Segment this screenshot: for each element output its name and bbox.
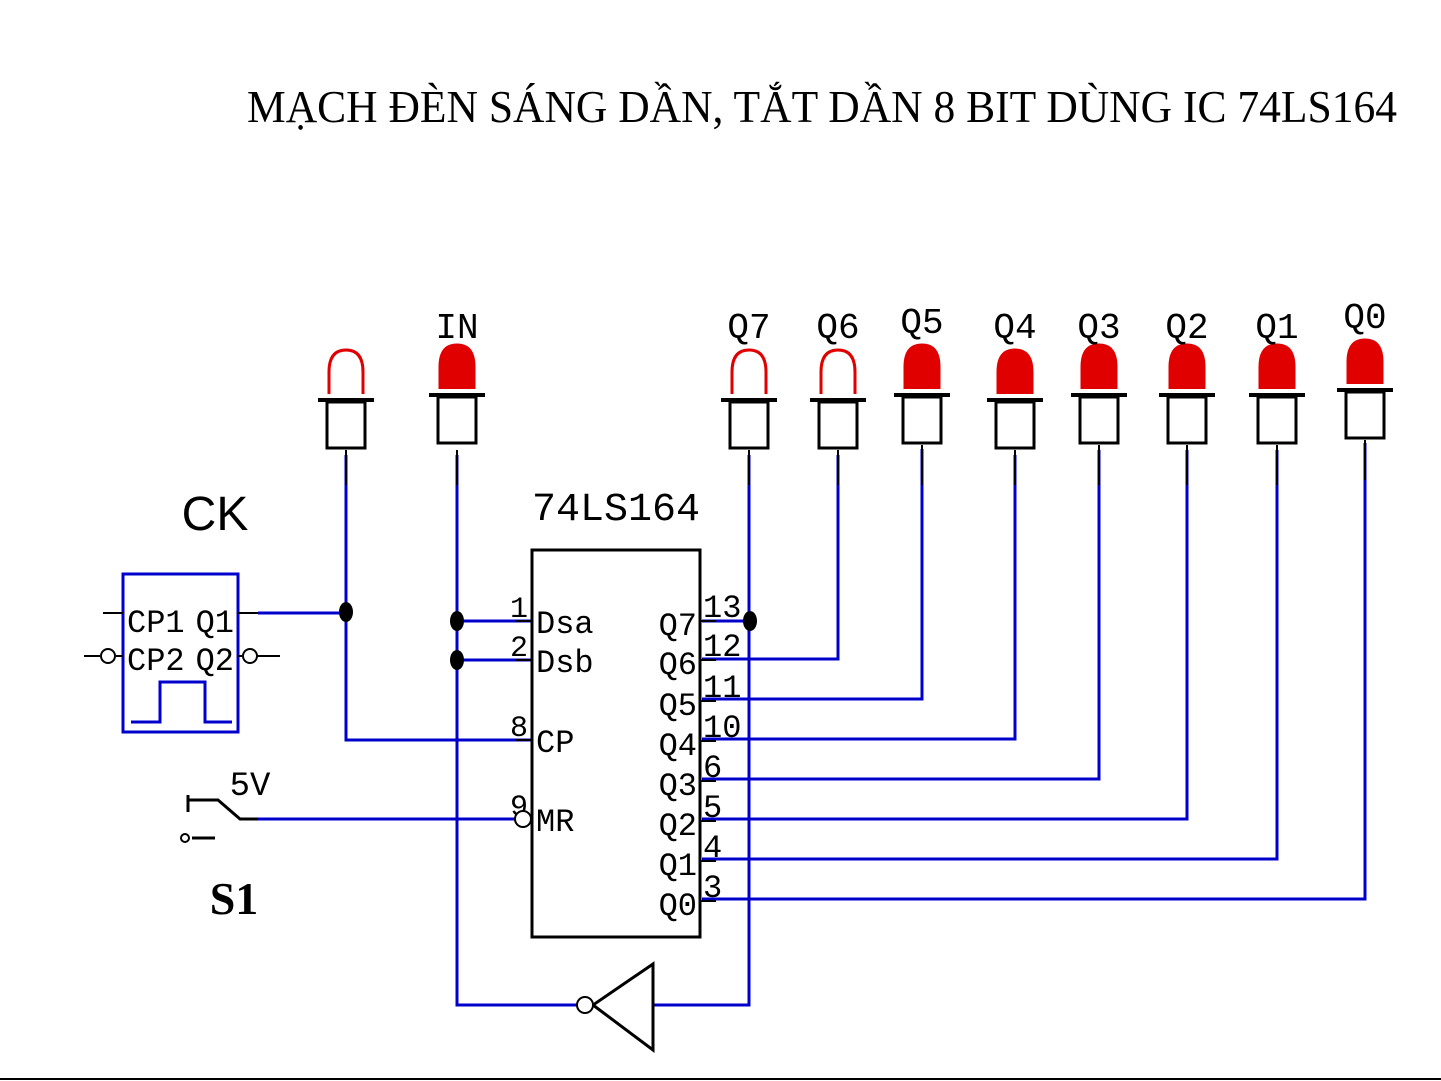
led-base — [996, 402, 1034, 448]
ic-pin-number: 1 — [510, 593, 528, 627]
ic-pin-label: Q7 — [659, 608, 697, 645]
clock-pin-q1: Q1 — [196, 605, 234, 642]
led-on-icon — [1170, 345, 1204, 389]
inverter-triangle — [593, 964, 653, 1050]
junction-dot — [450, 611, 464, 631]
led-base — [1080, 397, 1118, 443]
ic-pin-number: 13 — [703, 590, 741, 627]
led-base — [1168, 397, 1206, 443]
led-on-icon — [1082, 345, 1116, 389]
ic-pin-label: MR — [536, 804, 574, 841]
led-label: Q3 — [1077, 308, 1120, 349]
led-label: Q5 — [900, 303, 943, 344]
led-off-icon — [732, 350, 766, 394]
led-base — [438, 397, 476, 443]
pulse-waveform-icon — [131, 682, 232, 722]
led-ck — [318, 350, 374, 448]
wire-q0 — [702, 443, 1365, 899]
led-in: IN — [429, 308, 485, 443]
diagram-title: MẠCH ĐÈN SÁNG DẦN, TẮT DẦN 8 BIT DÙNG IC… — [247, 80, 1397, 132]
switch-s1[interactable]: 5V S1 — [181, 768, 271, 924]
inverter-bubble — [577, 997, 593, 1013]
ic-pin-label: Q5 — [659, 688, 697, 725]
ic-pin-label: Q2 — [659, 808, 697, 845]
led-base — [1346, 392, 1384, 438]
ic-pin-number: 11 — [703, 670, 741, 707]
led-label: Q0 — [1343, 298, 1386, 339]
ic-pin-label: Q0 — [659, 888, 697, 925]
ic-pin-label: Q6 — [659, 647, 697, 684]
led-base — [327, 402, 365, 448]
wire-q2 — [702, 450, 1187, 819]
ic-pin-number: 10 — [703, 710, 741, 747]
led-on-icon — [1260, 345, 1294, 389]
led-label: Q4 — [993, 308, 1036, 349]
led-label: Q7 — [727, 308, 770, 349]
ic-pin-number: 5 — [703, 790, 722, 827]
clock-bubble-q2 — [243, 649, 257, 663]
led-q1: Q1 — [1249, 308, 1305, 443]
mr-inversion-bubble — [515, 811, 531, 827]
wires — [258, 443, 1365, 1005]
ic-pin-label: Q1 — [659, 848, 697, 885]
led-q0: Q0 — [1337, 298, 1393, 438]
ic-pin-label: Q3 — [659, 768, 697, 805]
clock-bubble-cp2 — [101, 649, 115, 663]
switch-contact — [181, 834, 189, 842]
led-label: IN — [435, 308, 478, 349]
clock-pin-q2: Q2 — [196, 643, 234, 680]
led-on-icon — [440, 345, 474, 389]
wire-clock-to-cp — [258, 455, 532, 740]
led-group: IN Q7 Q6 Q5 Q4 Q3 Q2 Q1 Q0 — [318, 298, 1393, 448]
led-label: Q1 — [1255, 308, 1298, 349]
led-base — [903, 397, 941, 443]
ic-name: 74LS164 — [532, 488, 700, 533]
switch-name: S1 — [210, 873, 259, 924]
ic-pin-number: 12 — [703, 629, 741, 666]
wire-q1 — [702, 450, 1277, 859]
clock-label: CK — [182, 488, 249, 541]
clock-pin-cp2: CP2 — [127, 643, 185, 680]
led-label: Q6 — [816, 308, 859, 349]
switch-voltage: 5V — [230, 768, 271, 806]
ic-pin-label: Q4 — [659, 728, 697, 765]
ic-pin-number: 8 — [510, 712, 528, 746]
led-on-icon — [998, 350, 1032, 394]
ic-pin-label: CP — [536, 725, 574, 762]
led-q3: Q3 — [1071, 308, 1127, 443]
junction-dot — [450, 650, 464, 670]
ic-pin-number: 6 — [703, 750, 722, 787]
clock-pin-cp1: CP1 — [127, 605, 185, 642]
led-q5: Q5 — [894, 303, 950, 443]
led-off-icon — [821, 350, 855, 394]
led-on-icon — [1348, 340, 1382, 384]
led-q4: Q4 — [987, 308, 1043, 448]
ic-pin-number: 3 — [703, 870, 722, 907]
junction-dot — [743, 611, 757, 631]
ic-pin-label: Dsa — [536, 606, 594, 643]
wire-q3 — [702, 450, 1099, 779]
led-off-icon — [329, 350, 363, 394]
clock-generator: CK CP1 Q1 CP2 Q2 — [84, 488, 280, 732]
junction-dot — [339, 602, 353, 622]
led-base — [819, 402, 857, 448]
led-label: Q2 — [1165, 308, 1208, 349]
ic-pin-number: 2 — [510, 632, 528, 666]
led-base — [730, 402, 768, 448]
ic-pin-label: Dsb — [536, 645, 594, 682]
inverter-gate — [577, 964, 653, 1050]
led-q6: Q6 — [810, 308, 866, 448]
led-on-icon — [905, 345, 939, 389]
led-base — [1258, 397, 1296, 443]
led-q7: Q7 — [721, 308, 777, 448]
ic-pin-number: 4 — [703, 830, 722, 867]
led-q2: Q2 — [1159, 308, 1215, 443]
